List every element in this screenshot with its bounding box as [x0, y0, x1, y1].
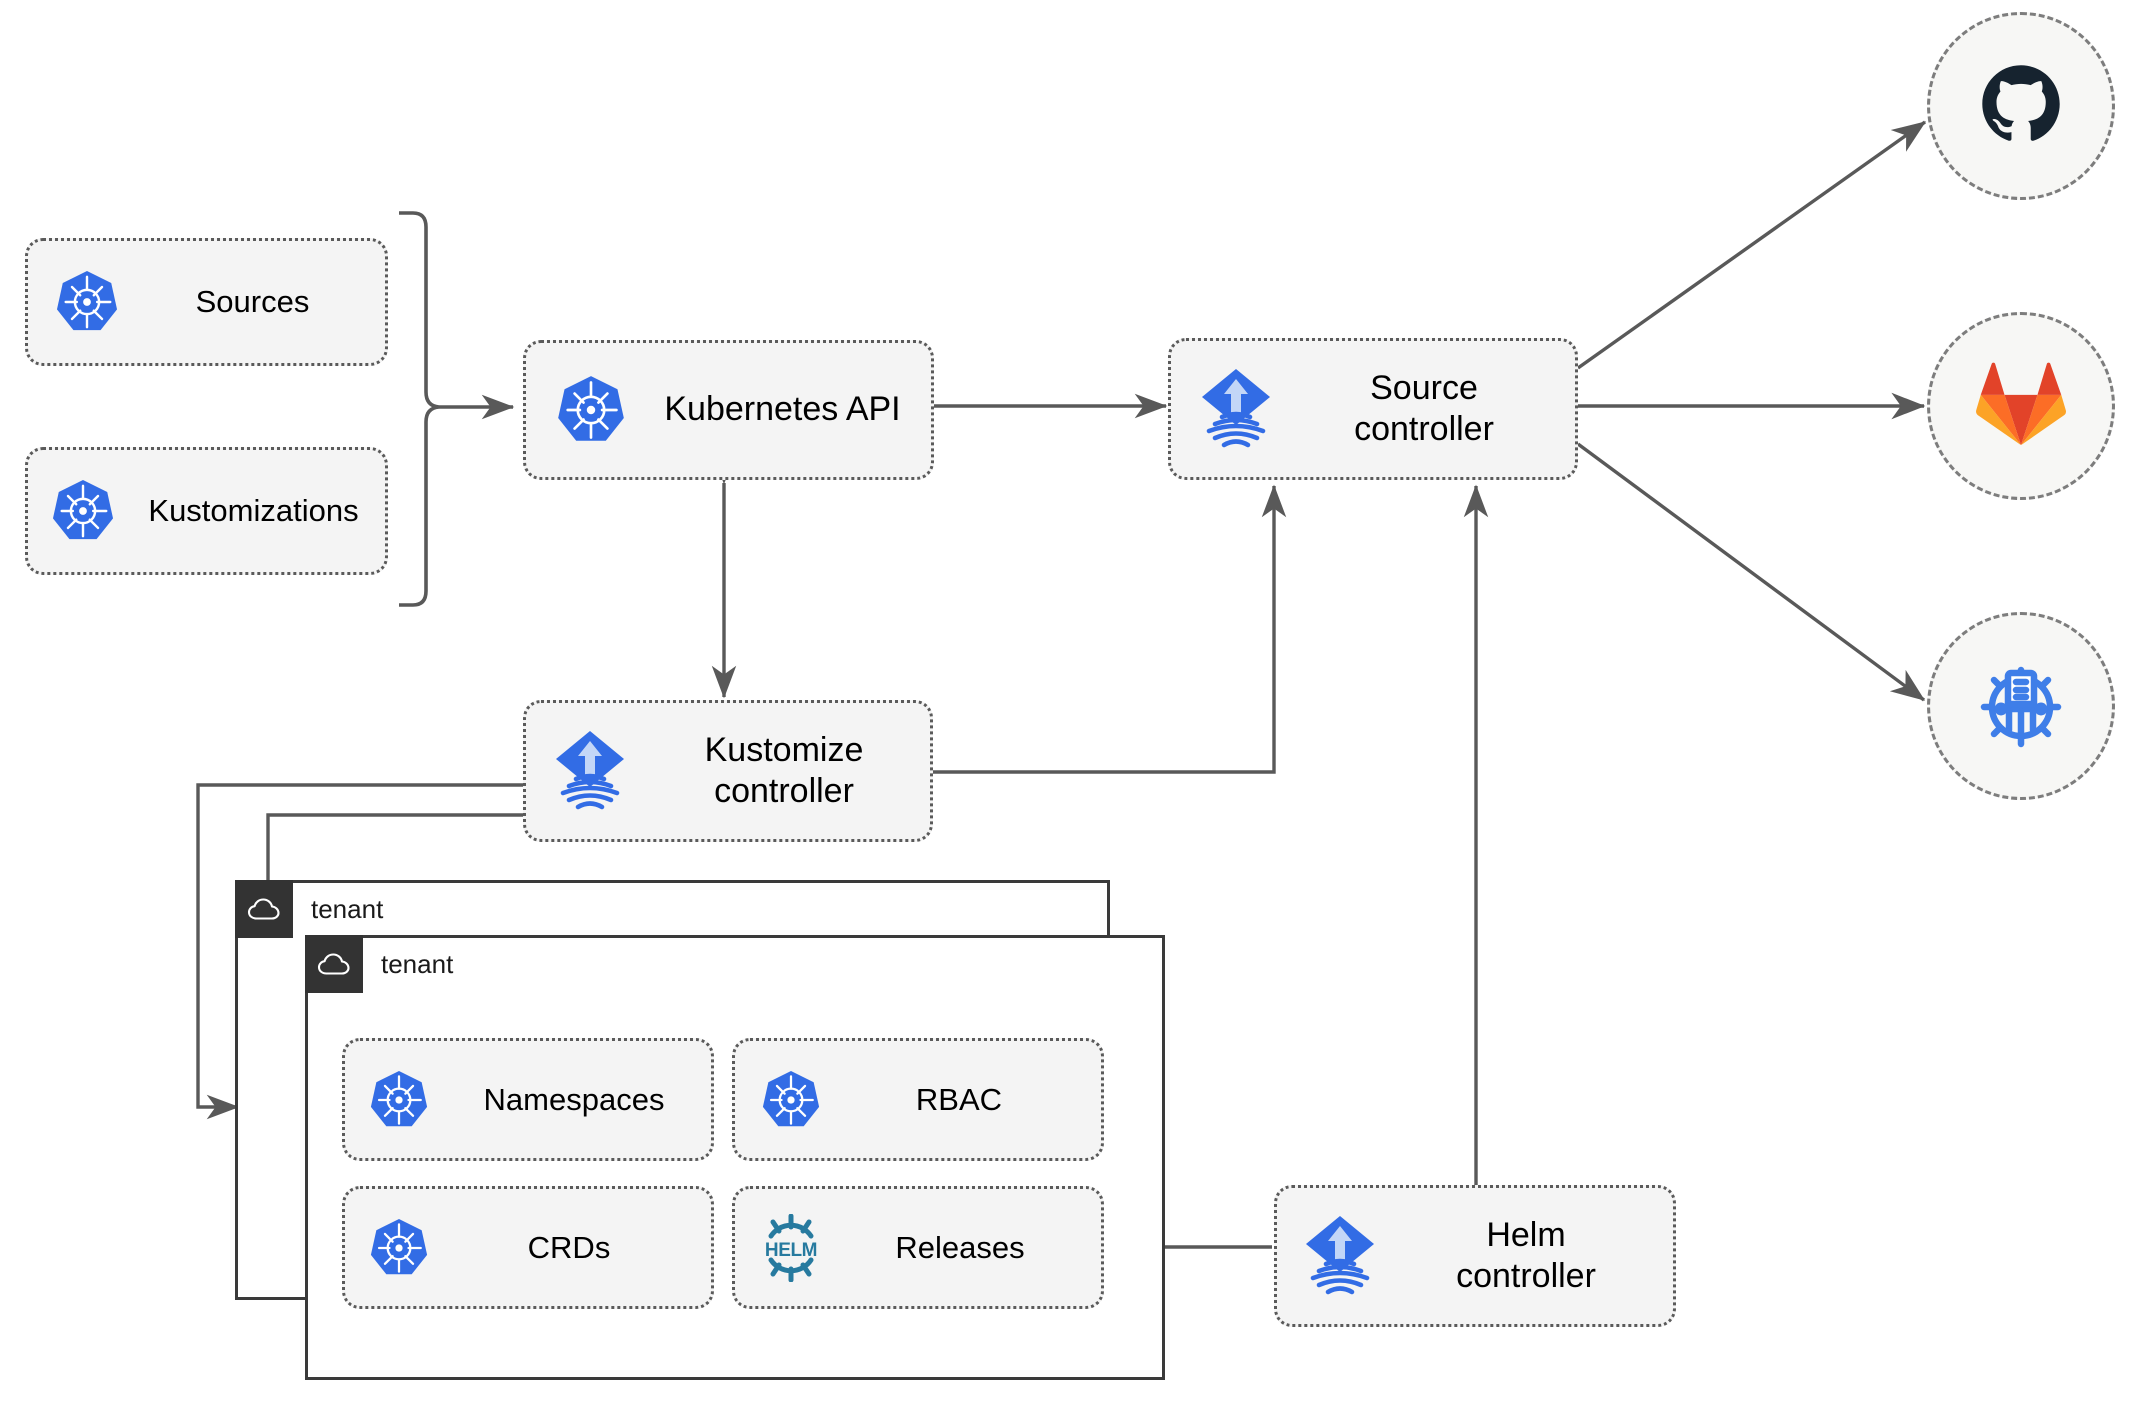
- node-label: RBAC: [915, 1081, 1003, 1117]
- kubernetes-icon: [526, 374, 656, 446]
- node-sources[interactable]: Sources: [25, 238, 388, 366]
- cloud-icon: [235, 880, 293, 938]
- node-label: Kustomizations: [148, 493, 359, 529]
- node-source-controller[interactable]: Source controller: [1168, 338, 1578, 480]
- node-crds[interactable]: CRDs: [342, 1186, 714, 1309]
- tenant-tab-label-front: tenant: [381, 948, 454, 979]
- kubernetes-icon: [345, 1069, 453, 1131]
- node-label: Releases: [895, 1229, 1025, 1265]
- flux-icon: [1277, 1214, 1403, 1298]
- node-label: CRDs: [527, 1229, 611, 1265]
- kubernetes-icon: [735, 1069, 847, 1131]
- tenant-tab-label-back: tenant: [311, 893, 384, 924]
- gitlab-icon: [1975, 361, 2067, 452]
- tenant-tab-front: tenant: [305, 935, 453, 993]
- wire-source-controller-to-helm-repository: [1576, 442, 1926, 702]
- circle-gitlab[interactable]: [1927, 312, 2115, 500]
- github-icon: [1978, 61, 2064, 152]
- node-releases[interactable]: HELM Releases: [732, 1186, 1104, 1309]
- circle-helm-repository[interactable]: [1927, 612, 2115, 800]
- kubernetes-icon: [28, 478, 138, 544]
- node-helm-controller[interactable]: Helm controller: [1274, 1185, 1676, 1327]
- node-kustomize-controller[interactable]: Kustomize controller: [523, 700, 933, 842]
- svg-text:HELM: HELM: [765, 1240, 817, 1261]
- node-label: Namespaces: [483, 1081, 665, 1117]
- group-brace: [399, 211, 440, 607]
- wire-kustomize-controller-to-source-controller: [932, 484, 1287, 774]
- node-namespaces[interactable]: Namespaces: [342, 1038, 714, 1161]
- node-label: Source controller: [1354, 368, 1494, 448]
- node-label: Helm controller: [1456, 1215, 1596, 1295]
- flux-icon: [526, 729, 654, 813]
- node-rbac[interactable]: RBAC: [732, 1038, 1104, 1161]
- wire-source-controller-to-github: [1577, 120, 1927, 370]
- node-kustomizations[interactable]: Kustomizations: [25, 447, 388, 575]
- helm-repository-icon: [1969, 652, 2073, 761]
- tenant-tab-back: tenant: [235, 880, 383, 938]
- flux-icon: [1171, 367, 1301, 451]
- node-label: Kustomize controller: [704, 730, 864, 810]
- kubernetes-icon: [345, 1217, 453, 1279]
- node-kubernetes-api[interactable]: Kubernetes API: [523, 340, 934, 480]
- node-label: Sources: [195, 284, 310, 320]
- helm-icon: HELM: [735, 1213, 847, 1282]
- circle-github[interactable]: [1927, 12, 2115, 200]
- kubernetes-icon: [28, 269, 146, 335]
- cloud-icon: [305, 935, 363, 993]
- node-label: Kubernetes API: [664, 390, 901, 429]
